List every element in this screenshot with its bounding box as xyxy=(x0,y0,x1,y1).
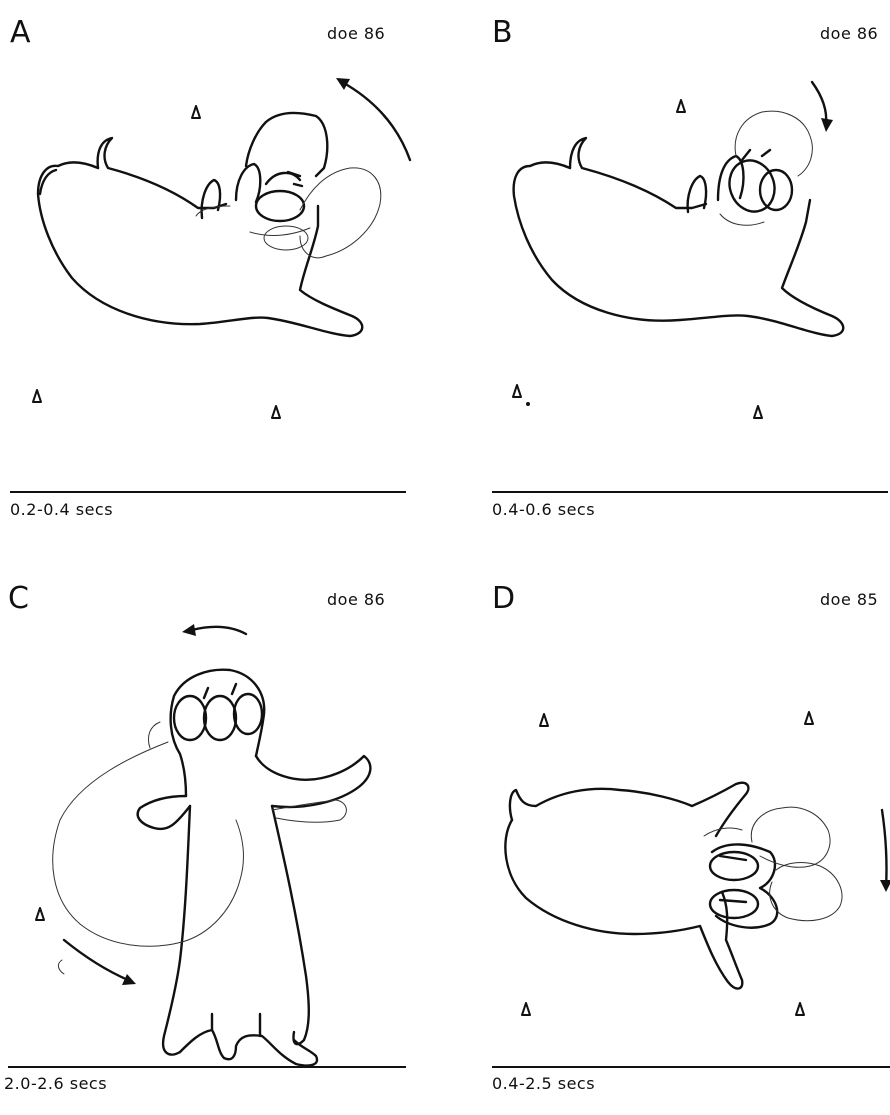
panel-b: B doe 86 0.4-0.6 secs xyxy=(480,0,890,540)
rotation-arrow xyxy=(812,82,826,124)
time-range-label: 0.4-0.6 secs xyxy=(492,500,595,519)
rotation-arrow xyxy=(882,810,887,888)
animal-outline-drawing xyxy=(0,570,420,1115)
rotation-arrow xyxy=(192,627,246,634)
rotation-arrow xyxy=(64,940,128,980)
time-range-label: 0.2-0.4 secs xyxy=(10,500,113,519)
landmark-markers xyxy=(36,908,44,920)
body-outline xyxy=(38,113,362,336)
previous-position-outline xyxy=(53,722,347,974)
animal-outline-drawing xyxy=(0,0,420,540)
time-range-label: 0.4-2.5 secs xyxy=(492,1074,595,1093)
time-baseline xyxy=(8,1066,406,1068)
time-baseline xyxy=(492,1066,890,1068)
panel-a: A doe 86 0.2-0.4 secs xyxy=(0,0,420,540)
animal-outline-drawing xyxy=(480,570,890,1115)
time-baseline xyxy=(492,491,888,493)
body-outline xyxy=(514,138,844,336)
landmark-markers xyxy=(522,712,813,1015)
landmark-markers xyxy=(33,106,280,418)
time-range-label: 2.0-2.6 secs xyxy=(4,1074,107,1093)
panel-c: C doe 86 2.0-2.6 secs xyxy=(0,570,420,1110)
panel-d: D doe 85 0.4-2.5 secs xyxy=(480,570,890,1110)
landmark-markers xyxy=(513,100,762,418)
time-baseline xyxy=(10,491,406,493)
animal-outline-drawing xyxy=(480,0,890,540)
body-outline xyxy=(138,670,371,1066)
previous-position-outline xyxy=(196,168,381,258)
body-outline xyxy=(505,783,777,989)
rotation-arrow xyxy=(342,82,410,160)
